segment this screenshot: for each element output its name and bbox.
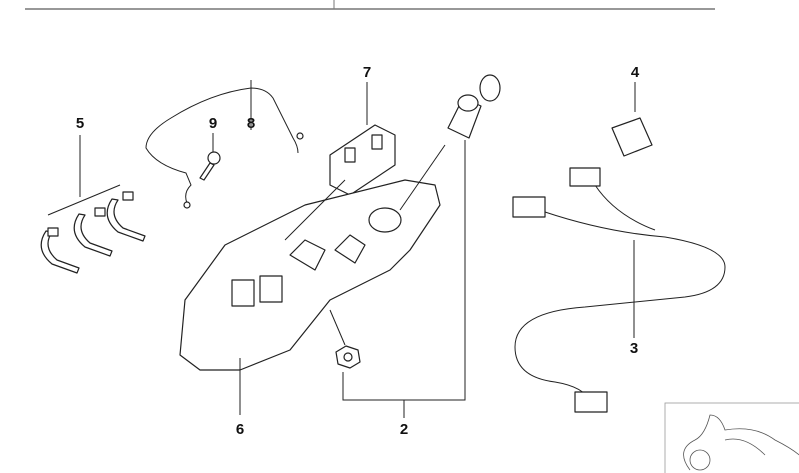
callout-5[interactable]: 5 [76,115,84,132]
part-7-cover [329,82,396,196]
callout-9[interactable]: 9 [209,115,217,132]
callout-7[interactable]: 7 [363,64,371,81]
vehicle-thumbnail [664,402,799,473]
callout-4[interactable]: 4 [631,64,640,81]
callout-8[interactable]: 8 [247,115,255,132]
callout-6[interactable]: 6 [236,421,244,438]
part-9-screw [199,133,221,181]
part-8-wire [145,80,304,209]
callout-2[interactable]: 2 [400,421,408,438]
header-rule [25,0,715,10]
part-3-harness [512,167,726,413]
part-5-clips [40,135,146,274]
part-2-switch [329,74,501,418]
part-6-housing [179,179,441,415]
callout-3[interactable]: 3 [630,340,638,357]
part-4-pad [611,82,653,157]
